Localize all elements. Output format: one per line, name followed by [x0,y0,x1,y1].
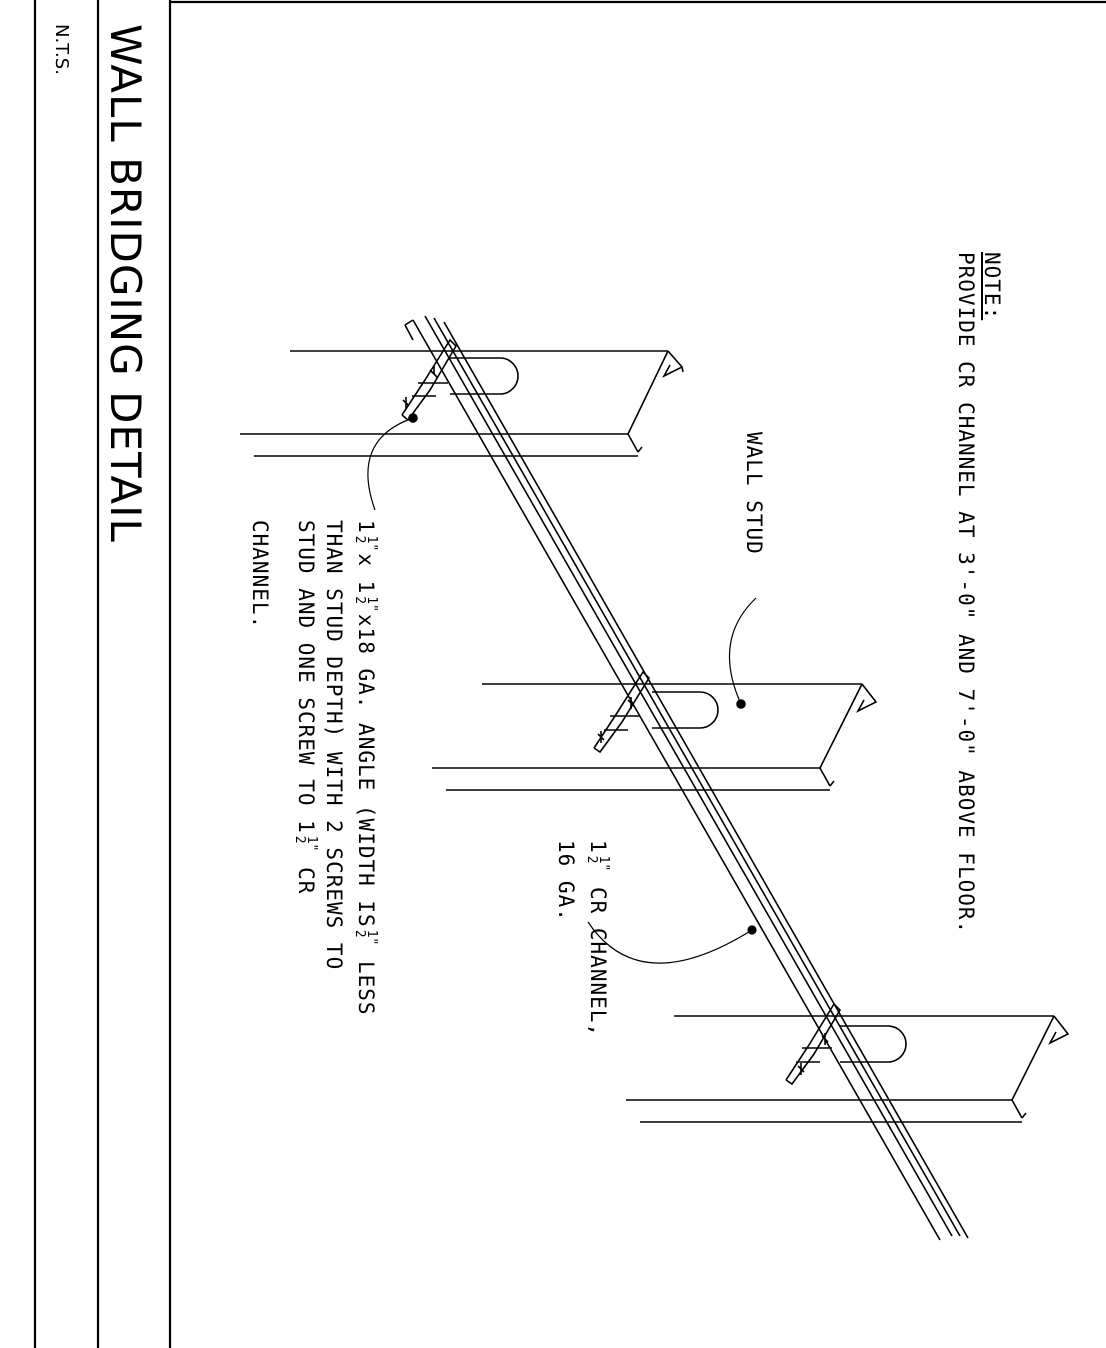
leader-angle [367,417,414,511]
wall-stud-label: WALL STUD [742,432,766,555]
leader-wall-stud [728,597,757,705]
cr-channel [404,315,969,1241]
note-text: PROVIDE CR CHANNEL AT 3'-0" AND 7'-0" AB… [954,252,978,935]
leaders [367,417,757,964]
channel-label-line-2: 16 GA. [554,840,578,922]
angle-label-line-4: CHANNEL. [248,520,272,630]
drawing-title: WALL BRIDGING DETAIL [101,24,150,543]
channel-label-rest: CR CHANNEL, [586,873,610,1038]
note-heading: NOTE: [980,252,1004,321]
channel-size-whole: 1 [586,840,610,854]
wall-stud-3 [626,1002,1070,1123]
title-block-frame [33,0,1106,1348]
leader-channel [587,921,753,964]
wall-stud-1 [240,338,684,457]
wall-stud-2 [432,670,878,791]
channel-size-fraction: 1"2 [584,855,611,872]
angle-label-line-2: THAN STUD DEPTH) WITH 2 SCREWS TO [322,520,346,971]
scale-note: N.T.S. [51,24,72,75]
